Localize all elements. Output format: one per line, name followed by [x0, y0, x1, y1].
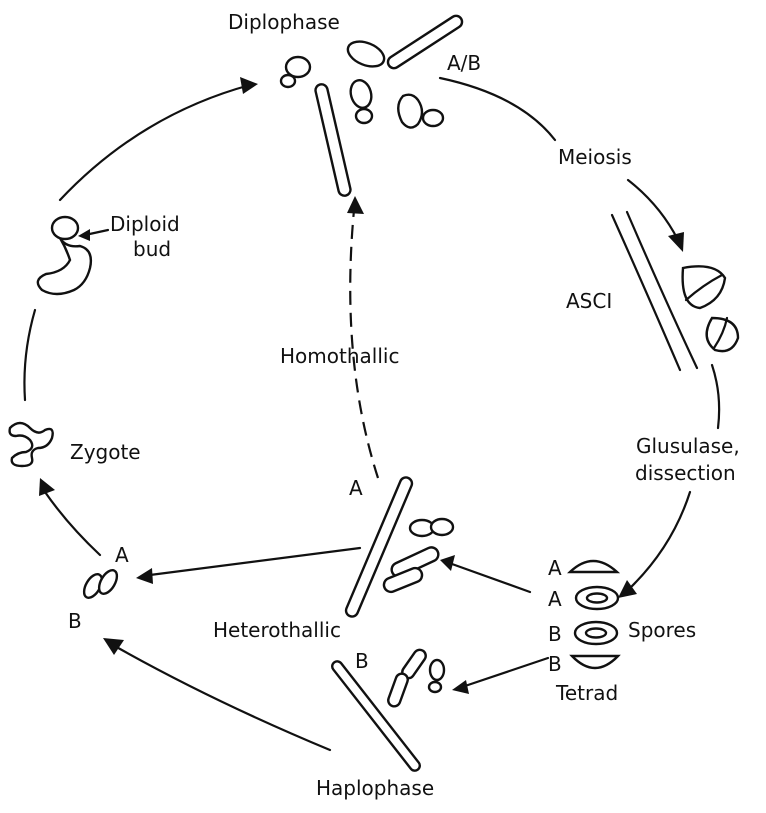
- label-diploid: Diploid: [110, 212, 180, 236]
- label-a-b: A/B: [447, 51, 481, 75]
- arc-glusulase-to-spores: [628, 492, 690, 590]
- arrowhead-spores-to-haplophase: [452, 680, 469, 694]
- label-heterothallic-a: A: [349, 476, 363, 500]
- label-spore-b-2: B: [548, 652, 562, 676]
- tetrad-spores: [570, 561, 618, 668]
- label-mating-b: B: [68, 609, 82, 633]
- label-haplophase: Haplophase: [316, 776, 434, 800]
- haplophase-cells: [330, 647, 444, 772]
- diploid-bud-pointer-head: [78, 229, 90, 241]
- arc-bottom-haplophase: [113, 645, 330, 750]
- arrowhead-spores-to-heterothallic: [440, 555, 455, 571]
- arc-diplophase-to-meiosis: [440, 78, 555, 140]
- zygote-cell: [10, 423, 53, 466]
- label-glusulase: Glusulase,: [636, 434, 740, 458]
- label-haplophase-b: B: [355, 649, 369, 673]
- label-tetrad: Tetrad: [555, 681, 618, 705]
- arrowhead-heterothallic-to-mating: [136, 568, 153, 584]
- arc-diploid-bud-to-diplophase: [60, 85, 250, 200]
- mating-pair-cells: [80, 567, 120, 601]
- label-spores: Spores: [628, 618, 696, 642]
- label-spore-a-2: A: [548, 587, 562, 611]
- label-heterothallic: Heterothallic: [213, 618, 341, 642]
- diplophase-cells: [281, 14, 464, 197]
- arrowhead-diplophase: [240, 77, 258, 94]
- label-asci: ASCI: [566, 289, 612, 313]
- label-spore-b-1: B: [548, 622, 562, 646]
- label-homothallic: Homothallic: [280, 344, 399, 368]
- label-bud: bud: [133, 237, 171, 261]
- label-dissection: dissection: [635, 461, 736, 485]
- arrowhead-haplophase-to-mating: [103, 638, 124, 655]
- arc-zygote-to-diploid-bud: [24, 310, 35, 400]
- arrowhead-asci: [668, 232, 684, 252]
- arc-asci-to-glusulase: [712, 365, 719, 428]
- arrow-heterothallic-to-mating: [150, 548, 360, 575]
- arrow-spores-to-heterothallic: [452, 564, 530, 592]
- label-meiosis: Meiosis: [558, 145, 632, 169]
- label-mating-a: A: [115, 543, 129, 567]
- label-diplophase: Diplophase: [228, 10, 340, 34]
- diploid-bud-cells: [38, 217, 91, 294]
- label-spore-a-1: A: [548, 556, 562, 580]
- label-zygote: Zygote: [70, 440, 141, 464]
- arc-mating-to-zygote: [45, 492, 100, 555]
- arrow-spores-to-haplophase: [465, 658, 548, 686]
- arrowhead-homothallic: [347, 196, 364, 214]
